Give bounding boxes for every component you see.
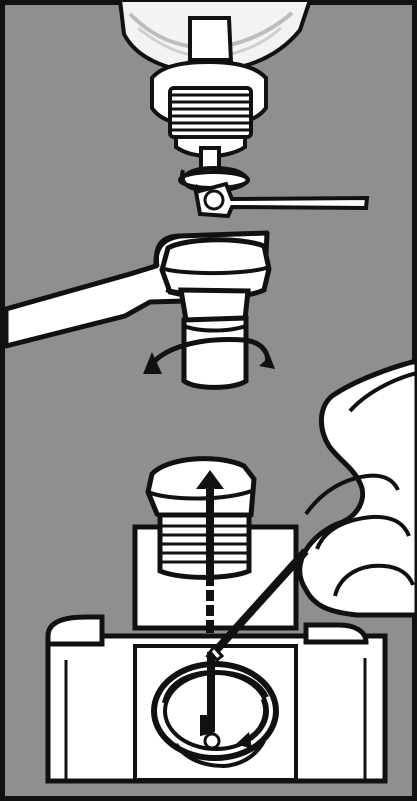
threaded-neck (170, 88, 251, 156)
removed-cap (148, 459, 254, 578)
